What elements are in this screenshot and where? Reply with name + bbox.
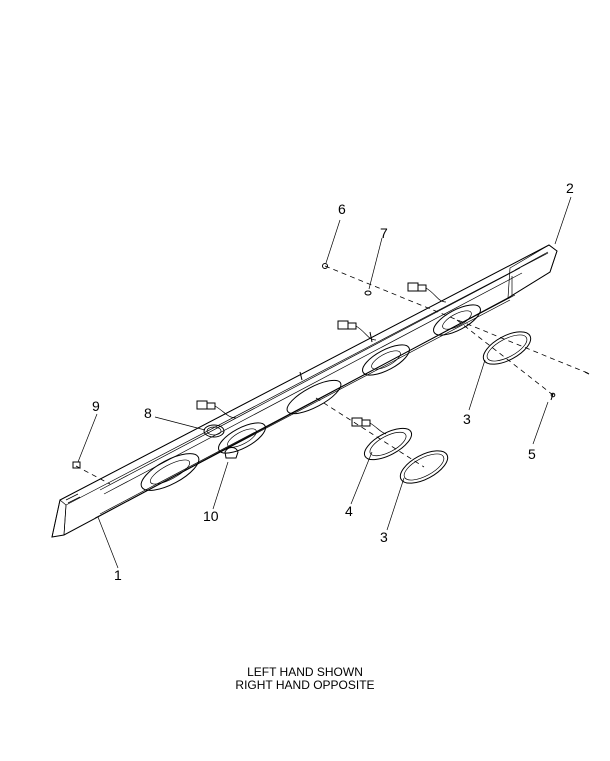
item-5-screw [550,371,590,401]
callout-numbers: 1 2 3 3 4 5 6 7 8 9 10 [92,180,574,583]
lamp-openings [140,304,481,491]
item-9-fastener [72,461,81,469]
explosion-lines [75,265,591,485]
callout-5: 5 [528,446,536,462]
wire-harness-connectors [196,282,447,419]
callout-4: 4 [345,503,353,519]
item-3-lens-upper [482,331,532,365]
item-6-screw [322,263,328,269]
item-4-lamp [351,417,413,461]
caption-line-1: LEFT HAND SHOWN [247,665,363,679]
callout-1: 1 [114,567,122,583]
callout-6: 6 [338,201,346,217]
item-8-coil [203,424,225,438]
item-3-lens-lower [399,450,449,484]
caption-line-2: RIGHT HAND OPPOSITE [235,678,375,692]
callout-7: 7 [380,225,388,241]
leader-lines [77,196,572,569]
callout-8: 8 [144,405,152,421]
callout-3-lower: 3 [380,529,388,545]
callout-3-upper: 3 [463,411,471,427]
callout-2: 2 [566,180,574,196]
item-10-clip [224,447,239,459]
light-bar-housing [51,244,558,538]
callout-10: 10 [203,508,219,524]
callout-9: 9 [92,398,100,414]
item-7-washer [364,290,372,296]
